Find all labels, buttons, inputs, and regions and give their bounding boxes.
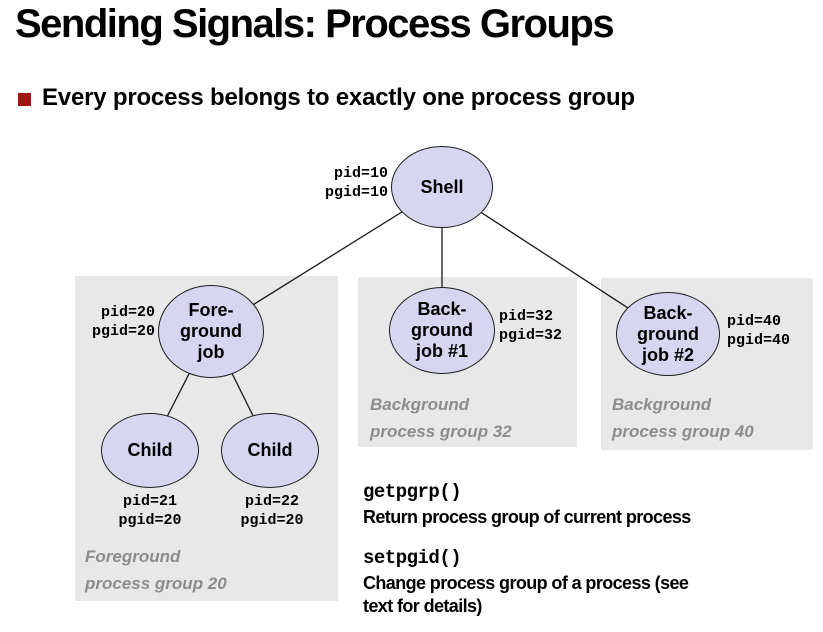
node-child-2: Child xyxy=(221,413,319,488)
pid-label-child-1: pid=21 pgid=20 xyxy=(118,493,182,529)
getpgrp-description: Return process group of current process xyxy=(363,507,691,527)
node-background-job-1: Back- ground job #1 xyxy=(389,287,495,374)
setpgid-description: Change process group of a process (see t… xyxy=(363,573,689,616)
node-background-job-2: Back- ground job #2 xyxy=(616,292,720,376)
node-background-job-2-label: Back- ground job #2 xyxy=(637,302,699,365)
pid-label-background-job-1: pid=32 pgid=32 xyxy=(499,308,563,344)
bullet-square-icon xyxy=(18,93,31,106)
setpgid-code: setpgid() xyxy=(363,547,462,569)
node-foreground-job: Fore- ground job xyxy=(158,285,264,378)
group-caption-foreground-20: Foreground process group 20 xyxy=(85,547,227,593)
bullet-row: Every process belongs to exactly one pro… xyxy=(18,84,635,112)
node-child-1: Child xyxy=(101,413,199,488)
pid-label-shell: pid=10 pgid=10 xyxy=(324,165,388,201)
node-shell-label: Shell xyxy=(420,176,464,197)
bullet-text: Every process belongs to exactly one pro… xyxy=(42,84,635,111)
pid-label-foreground-job: pid=20 pgid=20 xyxy=(91,304,155,340)
node-foreground-job-label: Fore- ground job xyxy=(180,300,242,362)
group-caption-background-40: Background process group 40 xyxy=(612,395,754,441)
node-background-job-1-label: Back- ground job #1 xyxy=(411,299,473,361)
node-child-1-label: Child xyxy=(127,440,173,460)
pid-label-background-job-2: pid=40 pgid=40 xyxy=(727,313,791,349)
group-caption-background-32: Background process group 32 xyxy=(370,395,512,441)
pid-label-child-2: pid=22 pgid=20 xyxy=(240,493,304,529)
node-shell: Shell xyxy=(391,146,493,228)
getpgrp-code: getpgrp() xyxy=(363,481,462,503)
page-title: Sending Signals: Process Groups xyxy=(15,2,615,46)
node-child-2-label: Child xyxy=(247,440,293,460)
api-notes: getpgrp() Return process group of curren… xyxy=(363,480,793,618)
